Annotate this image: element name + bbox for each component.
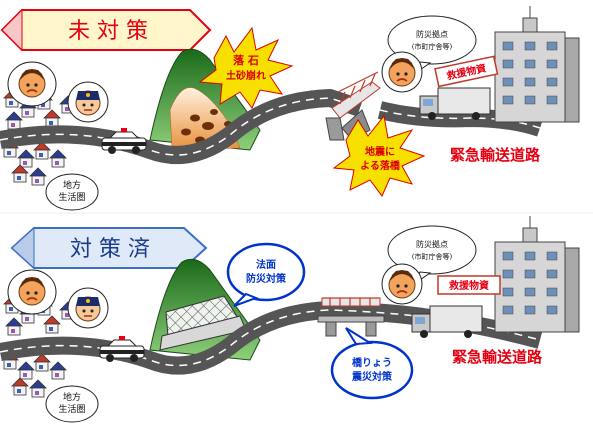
- relief-label-bottom: 救援物資: [449, 279, 489, 292]
- hq-bottom-line2: (市町庁舎等): [412, 252, 453, 261]
- burst-collapse-line1: 地震に: [365, 145, 395, 158]
- banner-unprotected: 未 対 策: [0, 8, 212, 52]
- bubble-officer-bottom: [67, 287, 109, 329]
- bubble-happy-bottom: [381, 263, 423, 305]
- relief-truck-bottom: 救援物資: [411, 275, 501, 339]
- callout-slope: 法面 防災対策: [226, 242, 306, 307]
- bubble-angry-top: [381, 51, 423, 93]
- life-area-cloud-top: 地方 生活圏: [45, 173, 99, 211]
- bubble-officer-top: [67, 81, 109, 123]
- scene-protected: 対 策 済 地方 生活圏: [0, 215, 580, 423]
- callout-bridge-line2: 震災対策: [352, 370, 393, 383]
- life-area-line1: 地方: [63, 179, 81, 191]
- bubble-resident-bottom: [7, 269, 57, 315]
- callout-slope-line1: 法面: [256, 258, 276, 271]
- life-area-line1: 地方: [63, 391, 81, 403]
- hq-top-line1: 防災拠点: [416, 29, 448, 39]
- burst-rockfall: 落 石 土砂崩れ: [198, 26, 294, 109]
- police-car-bottom: [99, 335, 145, 363]
- route-label-top: 緊急輸送道路: [450, 146, 541, 164]
- callout-bridge-line1: 橋りょう: [352, 356, 392, 369]
- scene-unprotected: 未 対 策 地方 生活圏: [0, 5, 580, 211]
- life-area-line2: 生活圏: [58, 191, 85, 203]
- banner-title: 対 策 済: [70, 237, 150, 262]
- burst-collapse: 地震に よる落橋: [332, 114, 426, 197]
- callout-bridge: 橋りょう 震災対策: [330, 327, 414, 400]
- relief-truck-top: 救援物資: [419, 55, 499, 121]
- road-top: [0, 89, 543, 164]
- hq-top-line2: (市町庁舎等): [412, 42, 453, 51]
- burst-rockfall-line1: 落 石: [233, 53, 259, 67]
- hq-bottom-line1: 防災拠点: [416, 239, 448, 249]
- burst-rockfall-line2: 土砂崩れ: [226, 69, 266, 82]
- route-label-bottom: 緊急輸送道路: [452, 348, 543, 366]
- burst-collapse-line2: よる落橋: [360, 159, 401, 172]
- banner-protected: 対 策 済: [10, 226, 208, 270]
- bridge-reinforced: [317, 297, 385, 337]
- life-area-line2: 生活圏: [58, 403, 85, 415]
- bubble-resident-top: [7, 61, 57, 107]
- life-area-cloud-bottom: 地方 生活圏: [45, 385, 99, 423]
- banner-title: 未 対 策: [68, 19, 148, 44]
- callout-slope-line2: 防災対策: [246, 272, 287, 285]
